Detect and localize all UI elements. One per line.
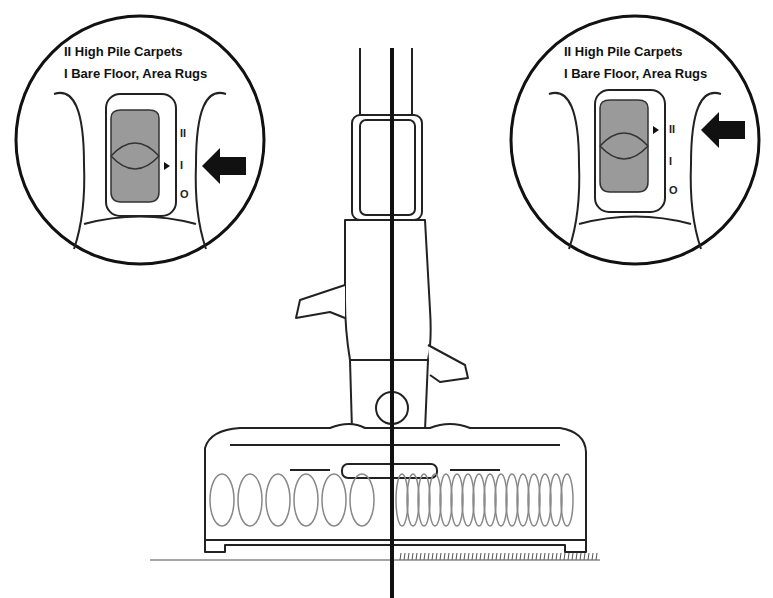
carpet-pile	[484, 553, 485, 560]
carpet-pile	[416, 553, 417, 560]
carpet-pile	[508, 553, 509, 560]
carpet-pile	[420, 553, 421, 560]
carpet-pile	[404, 553, 405, 560]
carpet-pile	[444, 553, 445, 560]
carpet-pile	[472, 553, 473, 560]
brush-coil	[418, 474, 430, 526]
carpet-pile	[492, 553, 493, 560]
carpet-pile	[548, 553, 549, 560]
carpet-pile	[596, 553, 597, 560]
carpet-pile	[400, 553, 401, 560]
magnifier-circle: II High Pile Carpets I Bare Floor, Area R…	[509, 14, 761, 266]
brush-coil	[294, 474, 318, 526]
carpet-pile	[500, 553, 501, 560]
carpet-pile	[408, 553, 409, 560]
switch-position-mark: II	[669, 123, 675, 135]
brush-coil	[322, 474, 346, 526]
carpet-pile	[576, 553, 577, 560]
setting-legend: I Bare Floor, Area Rugs	[564, 66, 707, 81]
brush-coil	[484, 474, 496, 526]
switch-position-mark: O	[180, 188, 189, 200]
carpet-pile	[432, 553, 433, 560]
brush-coil	[506, 474, 518, 526]
brush-coil	[473, 474, 485, 526]
setting-legend: II High Pile Carpets	[564, 44, 682, 59]
carpet-pile	[564, 553, 565, 560]
brush-coil	[210, 474, 234, 526]
brush-coil	[396, 474, 408, 526]
carpet-pile	[468, 553, 469, 560]
brush-coil	[407, 474, 419, 526]
carpet-pile	[480, 553, 481, 560]
carpet-pile	[588, 553, 589, 560]
carpet-pile	[488, 553, 489, 560]
brush-coil	[238, 474, 262, 526]
carpet-pile	[460, 553, 461, 560]
carpet-pile	[540, 553, 541, 560]
setting-legend: II High Pile Carpets	[64, 44, 182, 59]
carpet-pile	[556, 553, 557, 560]
brush-coil	[539, 474, 551, 526]
switch-position-mark: O	[669, 184, 678, 196]
carpet-pile	[504, 553, 505, 560]
brush-coil	[350, 474, 374, 526]
carpet-pile	[440, 553, 441, 560]
carpet-pile	[524, 553, 525, 560]
carpet-pile	[572, 553, 573, 560]
carpet-pile	[528, 553, 529, 560]
carpet-pile	[592, 553, 593, 560]
brush-coil	[462, 474, 474, 526]
carpet-pile	[560, 553, 561, 560]
switch-position-mark: II	[180, 127, 186, 139]
carpet-pile	[580, 553, 581, 560]
magnifier-circle: II High Pile Carpets I Bare Floor, Area R…	[14, 14, 266, 266]
carpet-pile	[552, 553, 553, 560]
carpet-pile	[520, 553, 521, 560]
carpet-pile	[424, 553, 425, 560]
carpet-pile	[544, 553, 545, 560]
carpet-pile	[452, 553, 453, 560]
carpet-pile	[464, 553, 465, 560]
carpet-pile	[436, 553, 437, 560]
brush-coil	[495, 474, 507, 526]
carpet-pile	[532, 553, 533, 560]
carpet-pile	[536, 553, 537, 560]
switch-position-mark: I	[669, 155, 672, 167]
carpet-pile	[456, 553, 457, 560]
brush-coil	[550, 474, 562, 526]
carpet-pile	[512, 553, 513, 560]
brush-coil	[429, 474, 441, 526]
carpet-pile	[428, 553, 429, 560]
setting-legend: I Bare Floor, Area Rugs	[64, 66, 207, 81]
brush-coil	[451, 474, 463, 526]
carpet-pile	[448, 553, 449, 560]
brush-coil	[517, 474, 529, 526]
switch-position-mark: I	[180, 159, 183, 171]
carpet-pile	[496, 553, 497, 560]
brush-coil	[440, 474, 452, 526]
brush-coil	[266, 474, 290, 526]
carpet-pile	[516, 553, 517, 560]
carpet-pile	[412, 553, 413, 560]
brush-coil	[561, 474, 573, 526]
carpet-pile	[568, 553, 569, 560]
brush-coil	[528, 474, 540, 526]
carpet-pile	[584, 553, 585, 560]
carpet-pile	[476, 553, 477, 560]
